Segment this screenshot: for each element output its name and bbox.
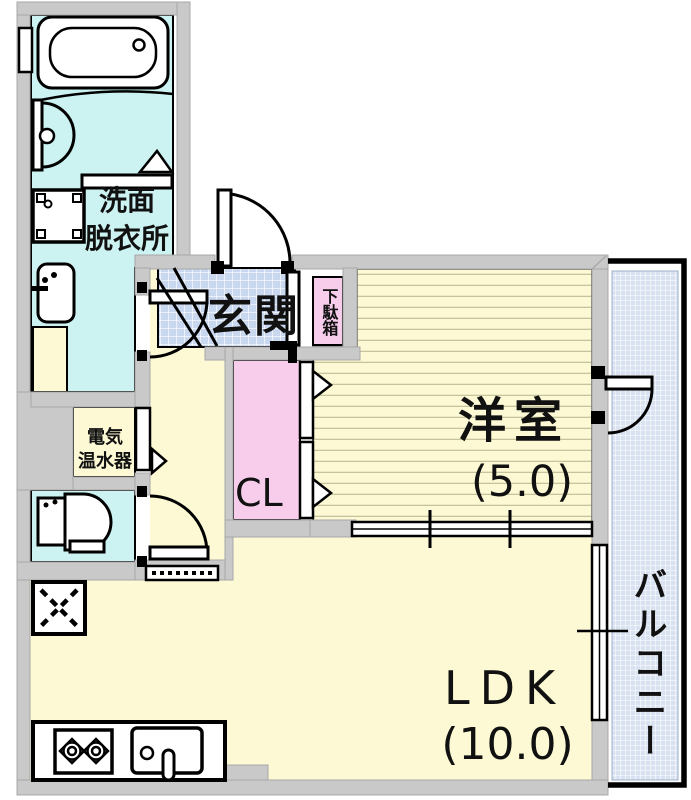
room-fills: [30, 14, 679, 781]
label-balcony: バルコニー: [626, 566, 667, 762]
label-shoe-cabinet: 下駄箱: [319, 288, 339, 336]
refrigerator-space: [31, 580, 87, 636]
toilet-door-arc: [149, 494, 209, 554]
closet-door-arrow: [311, 476, 334, 510]
step-line: [155, 277, 203, 348]
label-ldk: LDK: [444, 661, 566, 715]
bathroom: [17, 15, 175, 190]
sliding-partition: [350, 510, 594, 548]
toilet: [36, 492, 113, 554]
washbasin-tap-dot: [42, 277, 48, 283]
washroom-door-leaf: [148, 289, 209, 305]
entrance-door-leaf: [216, 188, 233, 268]
balcony-railing: [608, 258, 687, 788]
washbasin-tap-dot: [51, 272, 57, 278]
ldk-area: [30, 537, 592, 780]
label-closet: CL: [235, 471, 283, 515]
water-heater-door: [134, 406, 168, 476]
washbasin-faucet: [32, 286, 48, 291]
washroom-door-arc: [149, 299, 209, 359]
wall-niche: [17, 26, 34, 74]
washing-machine-dial: [43, 199, 53, 209]
water-heater-door-leaf: [134, 406, 152, 472]
toilet-tank: [36, 496, 67, 547]
washbasin: [36, 262, 76, 324]
sink-drain: [139, 745, 155, 761]
sink-faucet: [161, 748, 176, 782]
label-water-heater-line2: 温水器: [78, 451, 132, 472]
bath-step-bar: [80, 173, 174, 190]
washroom-fixtures: [31, 188, 86, 324]
label-washroom-line2: 脱衣所: [84, 222, 169, 255]
label-washroom-line1: 洗面: [98, 184, 155, 217]
closet-door-panel: [298, 440, 315, 520]
toilet-door: [137, 486, 210, 567]
water-heater-door-arrow: [150, 446, 168, 476]
bath-floor-curve: [30, 90, 174, 104]
balcony-area: [611, 270, 679, 781]
balcony-door: [591, 366, 654, 435]
balcony-door-leaf: [604, 375, 654, 391]
entrance-step: [155, 267, 301, 363]
bath-door-arc: [41, 101, 76, 169]
label-water-heater-line1: 電気: [87, 427, 123, 448]
closet-area: [232, 359, 301, 521]
counter-box: [32, 326, 68, 393]
kitchen: [31, 580, 227, 782]
toilet-base: [68, 539, 106, 554]
label-western-room: 洋室: [458, 393, 571, 449]
step-line: [172, 267, 219, 347]
label-western-room-size: (5.0): [471, 457, 573, 507]
label-entrance: 玄関: [208, 291, 300, 342]
balcony-window: [577, 543, 628, 722]
wall-miter-line: [591, 255, 607, 270]
toilet-door-leaf: [148, 545, 210, 561]
label-ldk-size: (10.0): [441, 719, 574, 770]
bathtub-drain: [132, 38, 146, 52]
shower-corner-triangle: [137, 148, 175, 174]
balcony-door-arc: [607, 388, 654, 435]
entrance-door-arc: [230, 192, 292, 264]
entrance-door: [211, 188, 294, 274]
closet-door-arrow: [311, 368, 334, 402]
closet-doors: [298, 360, 334, 520]
bath-door-knob: [38, 127, 56, 145]
closet-door-panel: [298, 360, 315, 440]
hall-dotted-sill: [144, 564, 220, 582]
bathtub-inner: [48, 26, 158, 79]
